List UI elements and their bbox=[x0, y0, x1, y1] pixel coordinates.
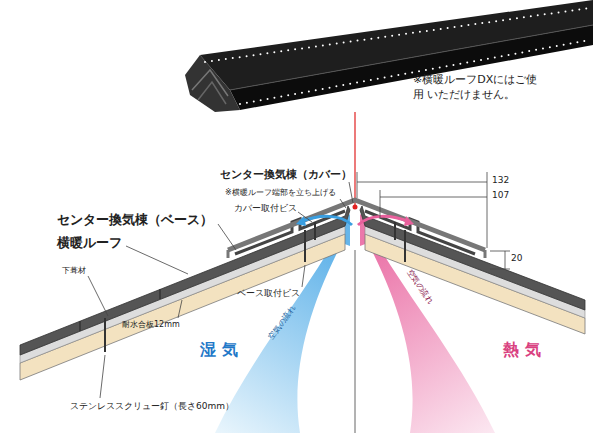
part-name: センター換気棟（ベース） bbox=[57, 212, 213, 228]
part-name: 下葺材 bbox=[62, 266, 86, 276]
dimension: 107 bbox=[492, 190, 509, 201]
part-name: 耐水合板12mm bbox=[122, 320, 180, 330]
flow-title: 熱 気 bbox=[503, 340, 541, 359]
pointer-dot bbox=[353, 205, 358, 210]
part-name: ステンレススクリュー釘（長さ60mm） bbox=[70, 401, 234, 412]
part-name: カバー取付ビス bbox=[234, 203, 297, 214]
vent-cover bbox=[228, 200, 485, 250]
pointer-line bbox=[354, 112, 355, 206]
roof-left bbox=[20, 206, 350, 380]
product-photo bbox=[185, 0, 593, 112]
part-name: 横暖ルーフ bbox=[57, 235, 122, 251]
center-line bbox=[355, 250, 356, 433]
part-name: ベース取付ビス bbox=[237, 288, 300, 299]
note-text: ※横暖ルーフ端部を立ち上げる bbox=[225, 188, 336, 198]
dimension: 20 bbox=[511, 253, 522, 264]
dimension-lines bbox=[357, 172, 510, 269]
dimension: 132 bbox=[492, 175, 509, 186]
flow-title: 湿 気 bbox=[200, 340, 238, 359]
roof-right bbox=[360, 206, 585, 334]
screws bbox=[105, 222, 405, 352]
part-name: センター換気棟（カバー） bbox=[220, 168, 352, 181]
note-text: ※横暖ルーフDXにはご使用 いただけません。 bbox=[413, 72, 548, 103]
